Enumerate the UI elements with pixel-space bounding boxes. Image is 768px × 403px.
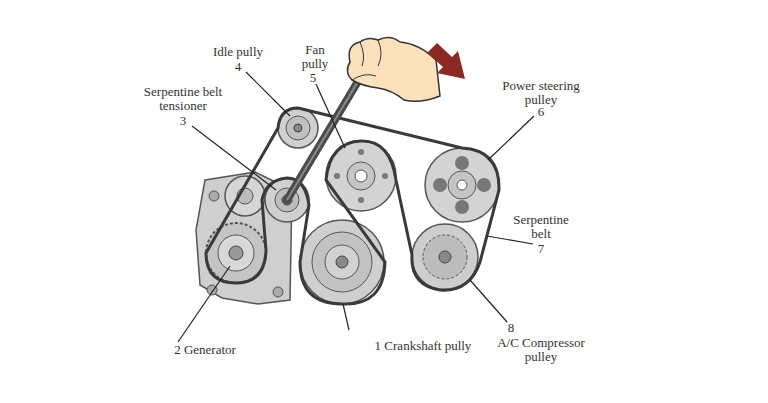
leader-line bbox=[343, 304, 349, 330]
leader-line bbox=[178, 266, 230, 342]
pulley-ring bbox=[423, 235, 467, 279]
bolt bbox=[209, 191, 219, 201]
pulley-ring bbox=[325, 245, 359, 279]
crankshaft-pulley bbox=[300, 220, 384, 304]
leader-line bbox=[246, 72, 290, 116]
callout-number: 7 bbox=[538, 242, 545, 256]
part-label: Idle pully bbox=[213, 45, 263, 59]
pulley-ring bbox=[218, 235, 254, 271]
part-label: Serpentine belt bbox=[506, 213, 576, 241]
pulley-hub bbox=[457, 180, 467, 190]
pulley-ring bbox=[448, 171, 476, 199]
callout-number: 4 bbox=[235, 60, 242, 74]
callout-number: 5 bbox=[310, 71, 317, 85]
callout-number: 3 bbox=[180, 114, 187, 128]
bolt bbox=[358, 149, 364, 155]
hand bbox=[347, 37, 440, 101]
pulley-hub bbox=[336, 256, 348, 268]
bolt bbox=[273, 287, 283, 297]
finger-lines bbox=[352, 40, 381, 80]
callout-number: 8 bbox=[508, 321, 515, 335]
bolt bbox=[358, 197, 364, 203]
callout-number: 6 bbox=[538, 105, 545, 119]
pulley-hub bbox=[439, 251, 451, 263]
leader-line bbox=[192, 126, 276, 190]
leader-line bbox=[488, 116, 534, 160]
part-label: 2 Generator bbox=[174, 343, 236, 357]
part-label: 1 Crankshaft pully bbox=[375, 339, 472, 353]
pulley-ring bbox=[312, 232, 372, 292]
pulley-lobe bbox=[455, 200, 469, 214]
pulley-hub bbox=[355, 170, 367, 182]
leader-line bbox=[316, 84, 345, 148]
pulley-lobe bbox=[455, 156, 469, 170]
pulley-hub bbox=[294, 124, 302, 132]
pulley-ring bbox=[347, 162, 375, 190]
serpentine-belt bbox=[206, 108, 499, 304]
pulley-hub bbox=[229, 246, 243, 260]
bolt bbox=[382, 173, 388, 179]
leader-line bbox=[487, 236, 533, 244]
part-label: Serpentine belt tensioner bbox=[137, 85, 229, 113]
part-label: Power steering pulley bbox=[486, 79, 596, 107]
direction-arrow bbox=[427, 43, 465, 79]
bolt bbox=[334, 173, 340, 179]
part-label: A/C Compressor pulley bbox=[485, 336, 597, 364]
wrench-highlight bbox=[287, 78, 360, 200]
part-label: Fan pully bbox=[294, 43, 336, 71]
pulley-ring bbox=[286, 116, 310, 140]
pulley-lobe bbox=[477, 178, 491, 192]
pulley-lobe bbox=[433, 178, 447, 192]
wrench bbox=[287, 78, 360, 200]
leader-line bbox=[470, 280, 507, 322]
